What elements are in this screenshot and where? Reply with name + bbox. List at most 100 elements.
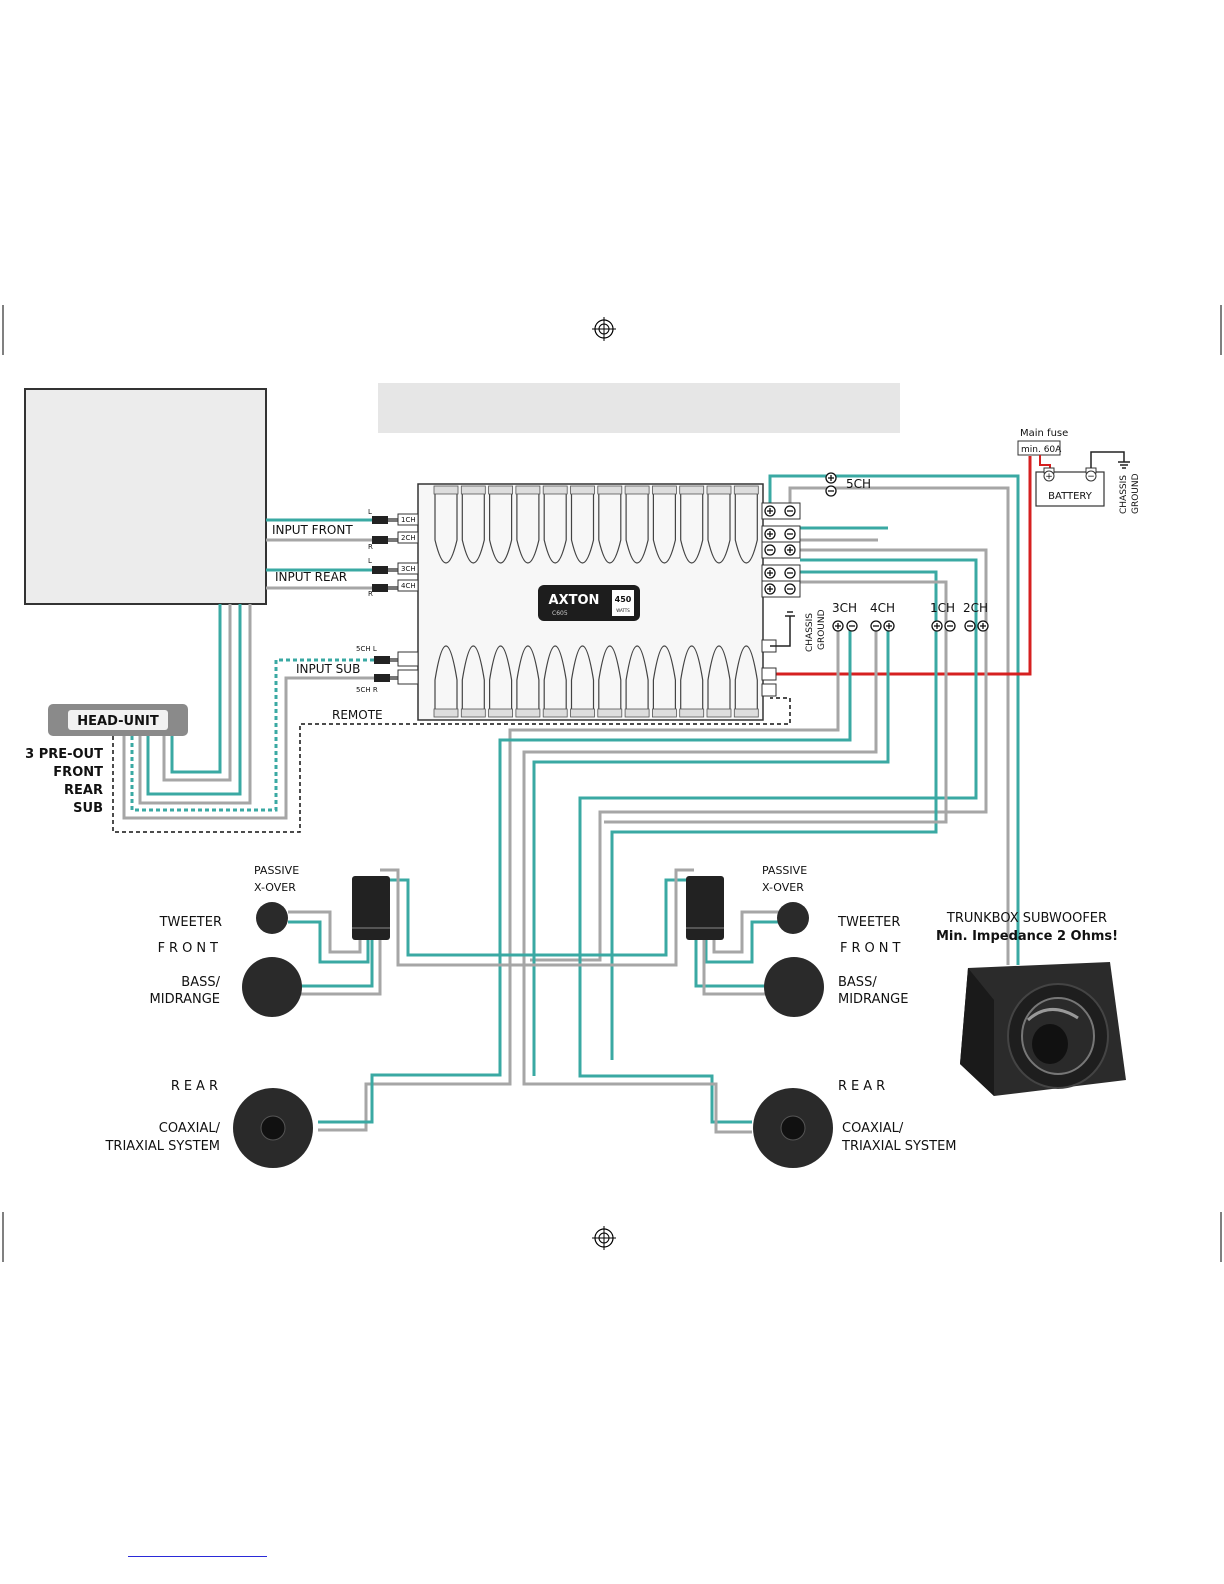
ch3-label: 3CH xyxy=(832,601,857,615)
woofer-right xyxy=(764,957,824,1017)
ch4-label: 4CH xyxy=(870,601,895,615)
xover-left xyxy=(352,876,390,940)
fin-top xyxy=(707,492,731,564)
fin-top xyxy=(489,492,513,564)
tweeter-left xyxy=(256,902,288,934)
fin-bottom xyxy=(734,645,758,712)
wire-4ch-a xyxy=(522,625,878,1134)
xover-left-1: PASSIVE xyxy=(254,864,299,877)
fin-bottom xyxy=(516,645,540,712)
bass-left-2: MIDRANGE xyxy=(150,992,220,1007)
bass-right-2: MIDRANGE xyxy=(838,992,908,1007)
wire-5ch-neg xyxy=(788,486,1010,965)
xover-left-2: X-OVER xyxy=(254,881,296,894)
rca-side-labels: L R L R 5CH L 5CH R xyxy=(356,508,378,694)
fin-cap-bottom xyxy=(570,708,595,718)
fin-bottom xyxy=(570,645,595,712)
wire-fl-xover-in-b xyxy=(380,868,540,967)
coax-right-2: TRIAXIAL SYSTEM xyxy=(841,1139,957,1154)
rear-speaker-right xyxy=(753,1088,833,1168)
fin-top xyxy=(734,492,758,564)
pre-out-sub: SUB xyxy=(73,801,103,816)
svg-text:−: − xyxy=(1087,472,1095,482)
wire-front-r xyxy=(162,604,232,782)
input-sub-label: INPUT SUB xyxy=(296,662,360,676)
fin-top xyxy=(570,492,595,564)
battery-label: BATTERY xyxy=(1048,491,1093,502)
head-unit-label: HEAD-UNIT xyxy=(77,714,159,729)
source-box xyxy=(24,388,267,605)
amp-input-4ch: 4CH xyxy=(401,582,416,590)
wire-4ch-b xyxy=(532,625,890,1076)
fin-bottom xyxy=(652,645,676,712)
fin-top xyxy=(598,492,622,564)
subwoofer-box xyxy=(960,962,1126,1096)
fin-bottom xyxy=(489,645,513,712)
fin-cap-bottom xyxy=(488,708,514,718)
fuse-value: min. 60A xyxy=(1021,445,1062,455)
fin-cap-bottom xyxy=(733,708,759,718)
fin-cap-bottom xyxy=(542,708,568,718)
terminal-symbols xyxy=(764,505,796,595)
rca-sub-r: 5CH R xyxy=(356,686,378,694)
battery-chassis-1: CHASSIS xyxy=(1119,475,1129,514)
amp-model: C605 xyxy=(552,610,568,617)
wire-out-c1 xyxy=(610,570,938,1060)
xover-right-1: PASSIVE xyxy=(762,864,807,877)
wire-power xyxy=(770,456,1032,676)
coax-left-1: COAXIAL/ xyxy=(159,1121,221,1136)
rca-side-4: R xyxy=(368,590,373,598)
wire-remote xyxy=(112,697,791,833)
wire-out-b1 xyxy=(530,548,988,962)
rca-side-2: R xyxy=(368,543,373,551)
fin-bottom xyxy=(434,645,458,712)
coax-left-2: TRIAXIAL SYSTEM xyxy=(104,1139,220,1154)
fin-cap-bottom xyxy=(433,708,459,718)
wire-out-c2 xyxy=(604,580,948,824)
pre-out-title: 3 PRE-OUT xyxy=(25,747,103,762)
wire-fr-xover-in-b xyxy=(540,868,694,967)
amp-brand: AXTON xyxy=(549,593,600,608)
fin-cap-bottom xyxy=(624,708,650,718)
bass-left-1: BASS/ xyxy=(181,975,220,990)
fuse: min. 60A xyxy=(1017,440,1062,456)
registration-mark-top xyxy=(592,317,616,341)
wire-fr-tweeter-a xyxy=(712,910,780,954)
fin-cap-bottom xyxy=(460,708,486,718)
fin-cap-top xyxy=(460,485,486,495)
channel-terminals xyxy=(825,472,989,632)
rca-plugs xyxy=(372,516,398,682)
input-rear-label: INPUT REAR xyxy=(275,570,347,584)
rca-sub-l: 5CH L xyxy=(356,645,377,653)
fin-cap-bottom xyxy=(515,708,541,718)
pre-out-labels: 3 PRE-OUT FRONT REAR SUB xyxy=(25,747,103,816)
rca-side-1: L xyxy=(368,508,372,516)
fin-top xyxy=(543,492,567,564)
fin-top xyxy=(461,492,485,564)
fin-bottom xyxy=(543,645,567,712)
rear-left-label: REAR xyxy=(171,1079,222,1094)
crop-marks xyxy=(2,305,1222,1262)
woofer-left xyxy=(242,957,302,1017)
wire-fl-tweeter-b xyxy=(288,920,370,964)
amp-ground-symbol xyxy=(770,611,795,647)
amp-input-2ch: 2CH xyxy=(401,534,416,542)
amp-chassis-ground-2: GROUND xyxy=(817,609,827,650)
sub-label-2: Min. Impedance 2 Ohms! xyxy=(936,929,1118,944)
battery: + − BATTERY xyxy=(1035,467,1105,507)
wire-sub-r xyxy=(122,676,385,820)
amp-watts-unit: WATTS xyxy=(616,608,630,613)
footer-rule xyxy=(128,1556,267,1557)
head-unit: HEAD-UNIT xyxy=(48,704,188,736)
input-front-label: INPUT FRONT xyxy=(272,523,353,537)
fin-cap-bottom xyxy=(652,708,677,718)
svg-text:+: + xyxy=(1045,472,1053,482)
wire-fr-tweeter-b xyxy=(704,920,780,964)
fin-cap-top xyxy=(433,485,459,495)
amp-input-3ch: 3CH xyxy=(401,565,416,573)
amp-chassis-ground-1: CHASSIS xyxy=(805,613,815,652)
fin-bottom xyxy=(707,645,731,712)
wire-fr-woofer-a xyxy=(694,940,766,988)
rear-speaker-left xyxy=(233,1088,313,1168)
